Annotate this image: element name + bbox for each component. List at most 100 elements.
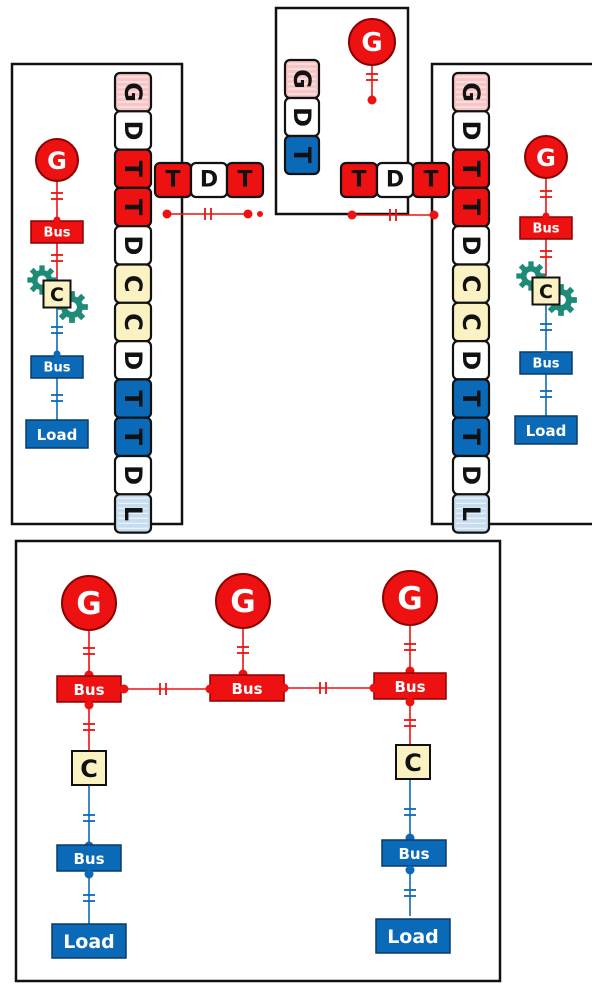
bus-label: Bus (44, 226, 71, 241)
load-label: Load (37, 426, 78, 444)
chain-tile-label: L (457, 506, 485, 521)
bus-node (209, 674, 285, 702)
chain-tile-label: T (457, 161, 485, 178)
chain-tile-label: C (457, 275, 485, 293)
load-node (514, 415, 578, 445)
chain-tile-label: D (457, 120, 485, 140)
chain-tile-label: T (119, 199, 147, 216)
bus-label: Bus (533, 222, 560, 237)
chain-tile-label: T (119, 390, 147, 407)
generator-label: G (47, 147, 67, 175)
load-label: Load (63, 931, 115, 953)
chain-tile-label: D (457, 465, 485, 485)
junction-dot (369, 683, 379, 693)
top-chain-column: GD T (283, 58, 321, 176)
generator-label: G (397, 581, 422, 617)
generator-label: G (230, 584, 255, 620)
junction-dot (119, 684, 129, 694)
chain-tile (225, 161, 265, 199)
chain-tile-label: D (119, 120, 147, 140)
junction-dot (84, 869, 94, 879)
load-label: Load (526, 422, 567, 440)
chain-tile-label: T (423, 168, 438, 193)
load-node (51, 923, 127, 959)
generator-label: G (536, 144, 556, 172)
chain-tile-label: T (165, 168, 180, 193)
converter-node (71, 750, 107, 786)
center-top-frame (274, 6, 410, 216)
junction-dot (542, 212, 550, 220)
bottom-frame (14, 539, 502, 983)
chain-tile-label: T (457, 429, 485, 446)
chain-tile-label: C (457, 313, 485, 331)
chain-tile-label: T (119, 429, 147, 446)
converter-label: C (50, 284, 64, 306)
chain-tile-label: T (351, 168, 366, 193)
junction-dot (542, 350, 550, 358)
converter-label: C (539, 281, 553, 303)
junction-dot (257, 211, 263, 217)
chain-tile-label: D (457, 235, 485, 255)
left-top-frame (10, 62, 184, 526)
chain-tile (283, 134, 321, 176)
junction-dot (53, 216, 61, 224)
load-node (375, 918, 451, 954)
chain-tile-label: T (119, 161, 147, 178)
chain-tile-label: D (288, 107, 316, 127)
chain-tile-label: T (457, 390, 485, 407)
bus-label: Bus (394, 678, 425, 696)
chain-tile-label: D (119, 235, 147, 255)
junction-dot (405, 865, 415, 875)
chain-tile-label: D (119, 465, 147, 485)
junction-dot (243, 209, 253, 219)
chain-tile-label: G (288, 69, 316, 89)
junction-dot (367, 95, 377, 105)
right-top-frame (430, 62, 592, 526)
generator-node (61, 575, 117, 631)
junction-dot (53, 350, 61, 358)
junction-dot (162, 209, 172, 219)
bus-node (56, 844, 122, 872)
junction-dot (279, 683, 289, 693)
frames-layer (10, 6, 592, 983)
chain-tile-label: D (200, 168, 218, 193)
chain-tile-label: D (386, 168, 404, 193)
converter-label: C (80, 755, 98, 783)
chain-tile-label: G (119, 82, 147, 102)
bus-label: Bus (533, 357, 560, 372)
converter-node (531, 276, 561, 306)
chain-tile-label: T (237, 168, 252, 193)
load-node (25, 419, 89, 449)
chain-tile-label: D (457, 350, 485, 370)
chain-tile-label: T (288, 147, 316, 164)
generator-node (35, 138, 79, 182)
bus-label: Bus (231, 680, 262, 698)
chain-tile-label: C (119, 313, 147, 331)
junction-dot (347, 210, 357, 220)
load-label: Load (387, 926, 439, 948)
converter-node (42, 279, 72, 309)
chain-tile-label: L (119, 506, 147, 521)
chain-tile-label: T (457, 199, 485, 216)
generator-node (215, 573, 271, 629)
junction-dot (205, 684, 215, 694)
bus-node (381, 839, 447, 867)
generator-node (348, 18, 396, 66)
chain-tile-label: D (119, 350, 147, 370)
bus-label: Bus (73, 850, 104, 868)
generator-node (382, 570, 438, 626)
connections-layer (51, 65, 552, 924)
chain-tile (411, 161, 451, 199)
converter-label: C (404, 749, 422, 777)
generator-node (524, 135, 568, 179)
converter-node (395, 744, 431, 780)
junction-dot (405, 697, 415, 707)
junction-dot (429, 210, 439, 220)
bus-label: Bus (73, 681, 104, 699)
generator-label: G (76, 586, 101, 622)
